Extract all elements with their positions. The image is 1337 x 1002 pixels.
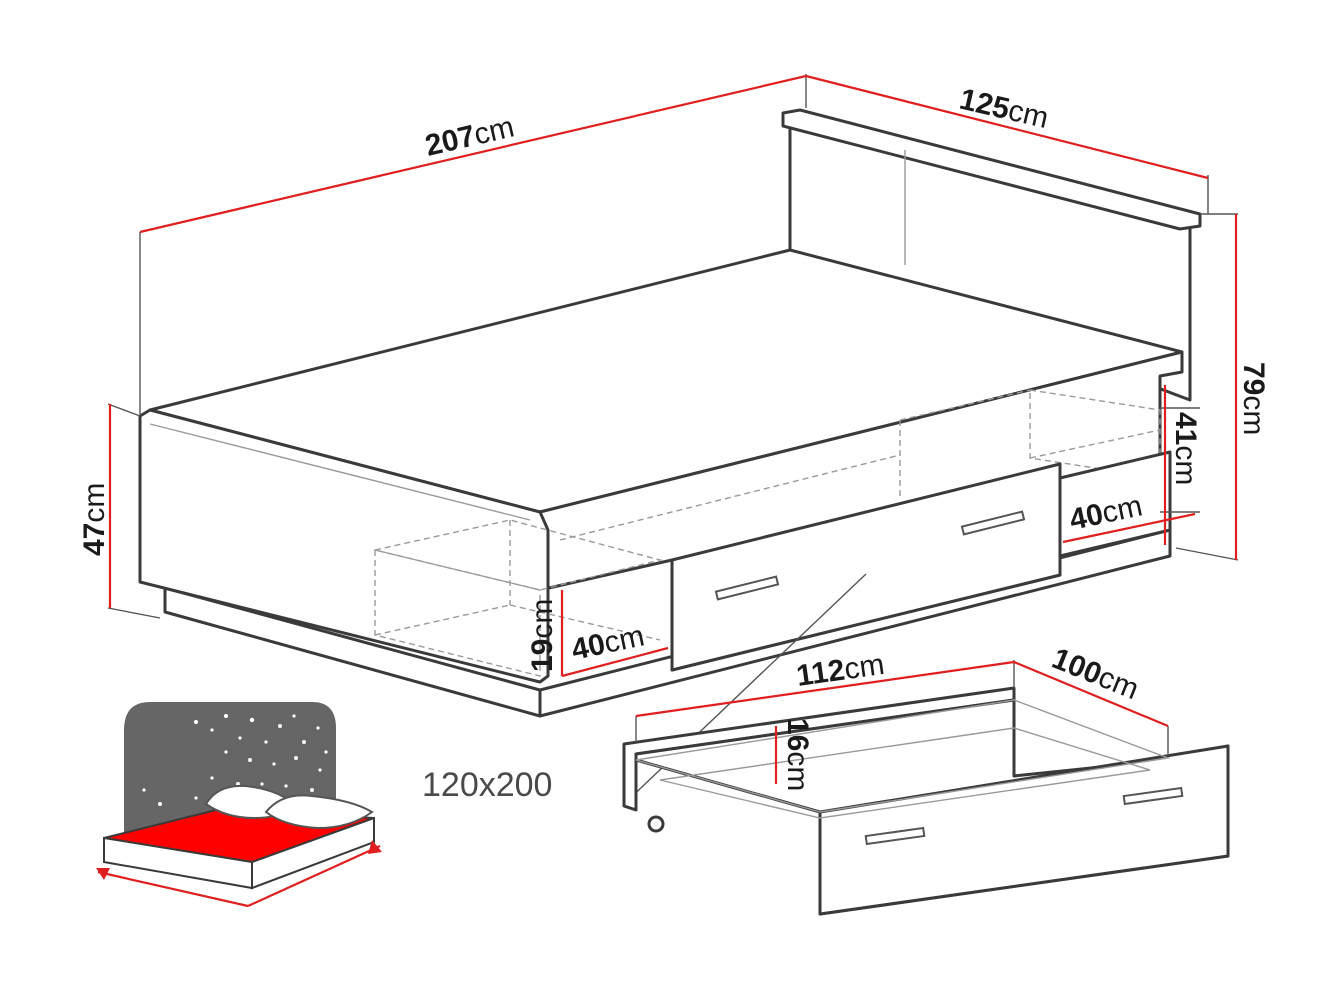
label-40cm-right: 40cm — [1067, 489, 1146, 537]
mattress-size-label: 120x200 — [422, 766, 552, 804]
label-16cm: 16cm — [781, 718, 814, 791]
label-79cm: 79cm — [1237, 362, 1270, 435]
dimension-lines — [108, 74, 1238, 678]
dim-line-125 — [805, 74, 1209, 180]
label-47cm: 47cm — [78, 483, 111, 556]
bed-drawer-handle-right — [960, 510, 1026, 536]
drawer-wheel — [647, 815, 665, 833]
drawer-handle-left — [864, 826, 926, 846]
dim-line-100 — [1013, 660, 1169, 728]
drawer-illustration — [622, 573, 1230, 916]
label-112cm: 112cm — [794, 648, 886, 693]
bed-drawer-front — [670, 462, 1062, 672]
bed-drawer-handle-left — [714, 575, 780, 601]
mattress-end — [251, 816, 375, 890]
label-41cm: 41cm — [1169, 412, 1202, 485]
headboard-cap — [781, 108, 1202, 231]
dim-line-207 — [139, 74, 807, 234]
mattress-icon — [96, 702, 382, 908]
drawer-front — [818, 744, 1230, 916]
extension-lines — [107, 74, 1239, 619]
dim-line-40-right — [1062, 512, 1196, 544]
stars-icon — [142, 714, 328, 806]
bed-foot-panel — [138, 408, 550, 684]
dim-line-40-left — [561, 646, 669, 678]
bed-illustration — [138, 108, 1202, 718]
label-19cm: 19cm — [526, 599, 559, 672]
label-40cm-left: 40cm — [569, 619, 648, 667]
label-100cm: 100cm — [1047, 642, 1143, 706]
drawer-handle-right — [1122, 786, 1184, 806]
dim-line-112 — [635, 660, 1015, 718]
bed-right-shelf — [1058, 450, 1172, 558]
pillow-icon-2 — [264, 794, 374, 830]
